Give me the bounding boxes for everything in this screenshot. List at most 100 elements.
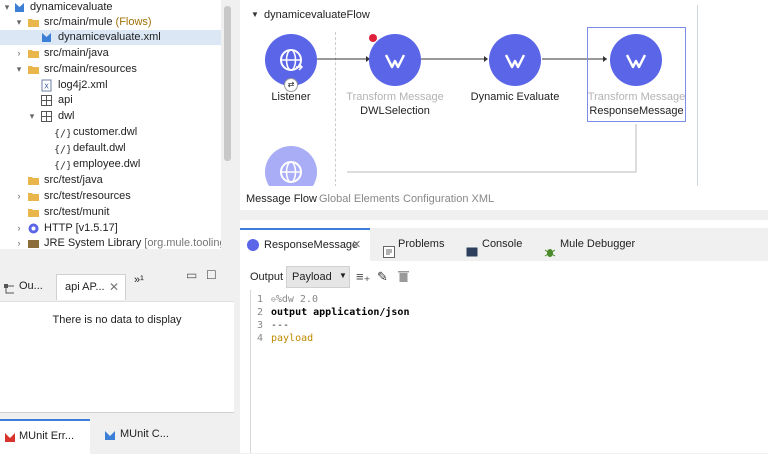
tree-item-src-test-munit[interactable]: src/test/munit bbox=[0, 205, 221, 220]
error-indicator bbox=[369, 34, 377, 42]
expand-arrow-icon[interactable]: › bbox=[17, 223, 21, 233]
close-icon[interactable]: ✕ bbox=[109, 280, 120, 294]
tab-mule-debugger[interactable]: Mule Debugger bbox=[542, 228, 642, 261]
output-select[interactable]: Payload ▼ bbox=[286, 266, 350, 288]
svg-text:{/}: {/} bbox=[54, 129, 70, 140]
explorer-scrollbar[interactable] bbox=[221, 0, 234, 262]
tree-item-project[interactable]: ▾ dynamicevaluate bbox=[0, 0, 221, 15]
tree-item-label: src/main/resources bbox=[44, 63, 137, 75]
folder-icon bbox=[27, 190, 40, 203]
tab-responsemessage[interactable]: ResponseMessage ✕ bbox=[240, 228, 370, 261]
collapse-arrow-icon[interactable]: ▾ bbox=[16, 64, 22, 74]
expand-arrow-icon[interactable]: › bbox=[17, 48, 21, 58]
tab-munit-coverage[interactable]: MUnit C... bbox=[104, 419, 194, 454]
collapse-arrow-icon[interactable]: ▾ bbox=[16, 17, 22, 27]
tree-item-customer-dwl[interactable]: {/} customer.dwl bbox=[0, 125, 221, 140]
tab-label: MUnit Err... bbox=[19, 430, 75, 442]
library-icon bbox=[27, 222, 40, 235]
output-select-value: Payload bbox=[292, 271, 332, 283]
pane-separator[interactable] bbox=[234, 0, 240, 453]
globe-icon bbox=[280, 49, 304, 71]
flow-container[interactable]: ▼ dynamicevaluateFlow bbox=[246, 5, 698, 187]
scrollbar-thumb[interactable] bbox=[224, 6, 231, 161]
tree-item-http-library[interactable]: › HTTP [v1.5.17] bbox=[0, 221, 221, 236]
node-label: Dynamic Evaluate bbox=[470, 91, 560, 103]
explorer-horizontal-scrollbar[interactable] bbox=[0, 249, 221, 262]
outline-icon bbox=[3, 280, 15, 304]
tree-item-label: JRE System Library bbox=[44, 237, 142, 249]
selected-node-frame[interactable] bbox=[587, 27, 686, 122]
expand-arrow-icon[interactable]: › bbox=[17, 191, 21, 201]
output-label: Output bbox=[250, 271, 284, 283]
fold-icon[interactable]: ⊖ bbox=[271, 295, 276, 304]
transform-responsemessage-node[interactable] bbox=[610, 34, 662, 86]
svg-text:{/}: {/} bbox=[54, 145, 70, 156]
collapse-flow-icon[interactable]: ▼ bbox=[251, 10, 259, 19]
tree-item-src-main-java[interactable]: › src/main/java bbox=[0, 46, 221, 61]
transform-dwlselection-node[interactable] bbox=[369, 34, 421, 86]
node-label: ResponseMessage bbox=[589, 105, 684, 117]
tree-item-src-main-resources[interactable]: ▾ src/main/resources bbox=[0, 62, 221, 77]
edit-icon[interactable]: ✎ bbox=[377, 269, 388, 284]
flow-title: dynamicevaluateFlow bbox=[264, 9, 370, 21]
svg-text:X: X bbox=[44, 83, 49, 91]
folder-icon bbox=[27, 206, 40, 219]
more-tabs-indicator[interactable]: »¹ bbox=[134, 274, 144, 286]
tab-label: MUnit C... bbox=[120, 428, 169, 440]
mule-config-icon bbox=[40, 31, 53, 44]
tab-console[interactable]: Console bbox=[464, 228, 534, 261]
dynamic-evaluate-node[interactable] bbox=[489, 34, 541, 86]
delete-icon[interactable] bbox=[398, 270, 409, 285]
svg-text:{/}: {/} bbox=[54, 161, 70, 172]
tree-item-src-main-mule[interactable]: ▾ src/main/mule (Flows) bbox=[0, 15, 221, 30]
maximize-icon[interactable]: ☐ bbox=[206, 268, 217, 282]
tree-item-log4j2[interactable]: X log4j2.xml bbox=[0, 78, 221, 93]
node-label: Listener bbox=[271, 91, 311, 103]
tab-message-flow[interactable]: Message Flow bbox=[246, 193, 317, 205]
node-type-label: Transform Message bbox=[587, 91, 686, 103]
collapse-arrow-icon[interactable]: ▾ bbox=[4, 2, 10, 12]
tab-label: Ou... bbox=[19, 280, 43, 292]
listener-node[interactable] bbox=[265, 34, 317, 86]
munit-coverage-icon bbox=[104, 429, 116, 444]
node-type-label: Transform Message bbox=[346, 91, 444, 103]
expand-arrow-icon[interactable]: › bbox=[17, 238, 21, 248]
tab-api[interactable]: api AP... ✕ bbox=[56, 274, 126, 300]
tab-outline[interactable]: Ou... bbox=[0, 274, 50, 300]
grid-folder-icon bbox=[40, 110, 53, 123]
tab-label: Mule Debugger bbox=[560, 238, 636, 250]
tree-item-label: customer.dwl bbox=[73, 126, 138, 138]
tree-item-dynamicevaluate-xml[interactable]: dynamicevaluate.xml bbox=[0, 30, 221, 45]
editor-toolbar: Output Payload ▼ ≡₊ ✎ bbox=[246, 266, 416, 288]
tree-item-label: default.dwl bbox=[73, 142, 126, 154]
problems-icon bbox=[383, 239, 395, 272]
flow-connectors bbox=[317, 56, 637, 173]
code-line: 3--- bbox=[257, 320, 290, 331]
tree-item-suffix: [org.mule.tooling. bbox=[141, 237, 221, 249]
folder-icon bbox=[27, 16, 40, 29]
tree-item-suffix: (Flows) bbox=[112, 16, 152, 28]
close-icon[interactable]: ✕ bbox=[352, 239, 362, 251]
empty-state-text: There is no data to display bbox=[52, 314, 182, 326]
tree-item-jre-library[interactable]: › JRE System Library [org.mule.tooling. bbox=[0, 236, 222, 249]
tree-item-api[interactable]: api bbox=[0, 93, 221, 108]
tree-item-default-dwl[interactable]: {/} default.dwl bbox=[0, 141, 221, 156]
tree-item-src-test-resources[interactable]: › src/test/resources bbox=[0, 189, 221, 204]
tab-munit-errors[interactable]: MUnit Err... bbox=[0, 419, 90, 454]
tree-item-employee-dwl[interactable]: {/} employee.dwl bbox=[0, 157, 221, 172]
console-icon bbox=[466, 239, 478, 272]
grid-folder-icon bbox=[40, 94, 53, 107]
package-explorer: ▾ dynamicevaluate ▾ src/main/mule (Flows… bbox=[0, 0, 234, 262]
tab-configuration-xml[interactable]: Configuration XML bbox=[403, 193, 495, 205]
add-output-icon[interactable]: ≡₊ bbox=[356, 269, 371, 284]
minimize-icon[interactable]: ▭ bbox=[186, 268, 198, 282]
tab-problems[interactable]: Problems bbox=[378, 228, 448, 261]
outline-view: Ou... api AP... ✕ »¹ ▭ ☐ There is no dat… bbox=[0, 262, 234, 412]
tree-item-src-test-java[interactable]: src/test/java bbox=[0, 173, 221, 188]
tab-global-elements[interactable]: Global Elements bbox=[319, 193, 400, 205]
tree-item-dwl[interactable]: ▾ dwl bbox=[0, 109, 221, 124]
source-return-icon: ⇄ bbox=[284, 78, 298, 92]
collapse-arrow-icon[interactable]: ▾ bbox=[29, 111, 35, 121]
node-label: DWLSelection bbox=[360, 105, 430, 117]
